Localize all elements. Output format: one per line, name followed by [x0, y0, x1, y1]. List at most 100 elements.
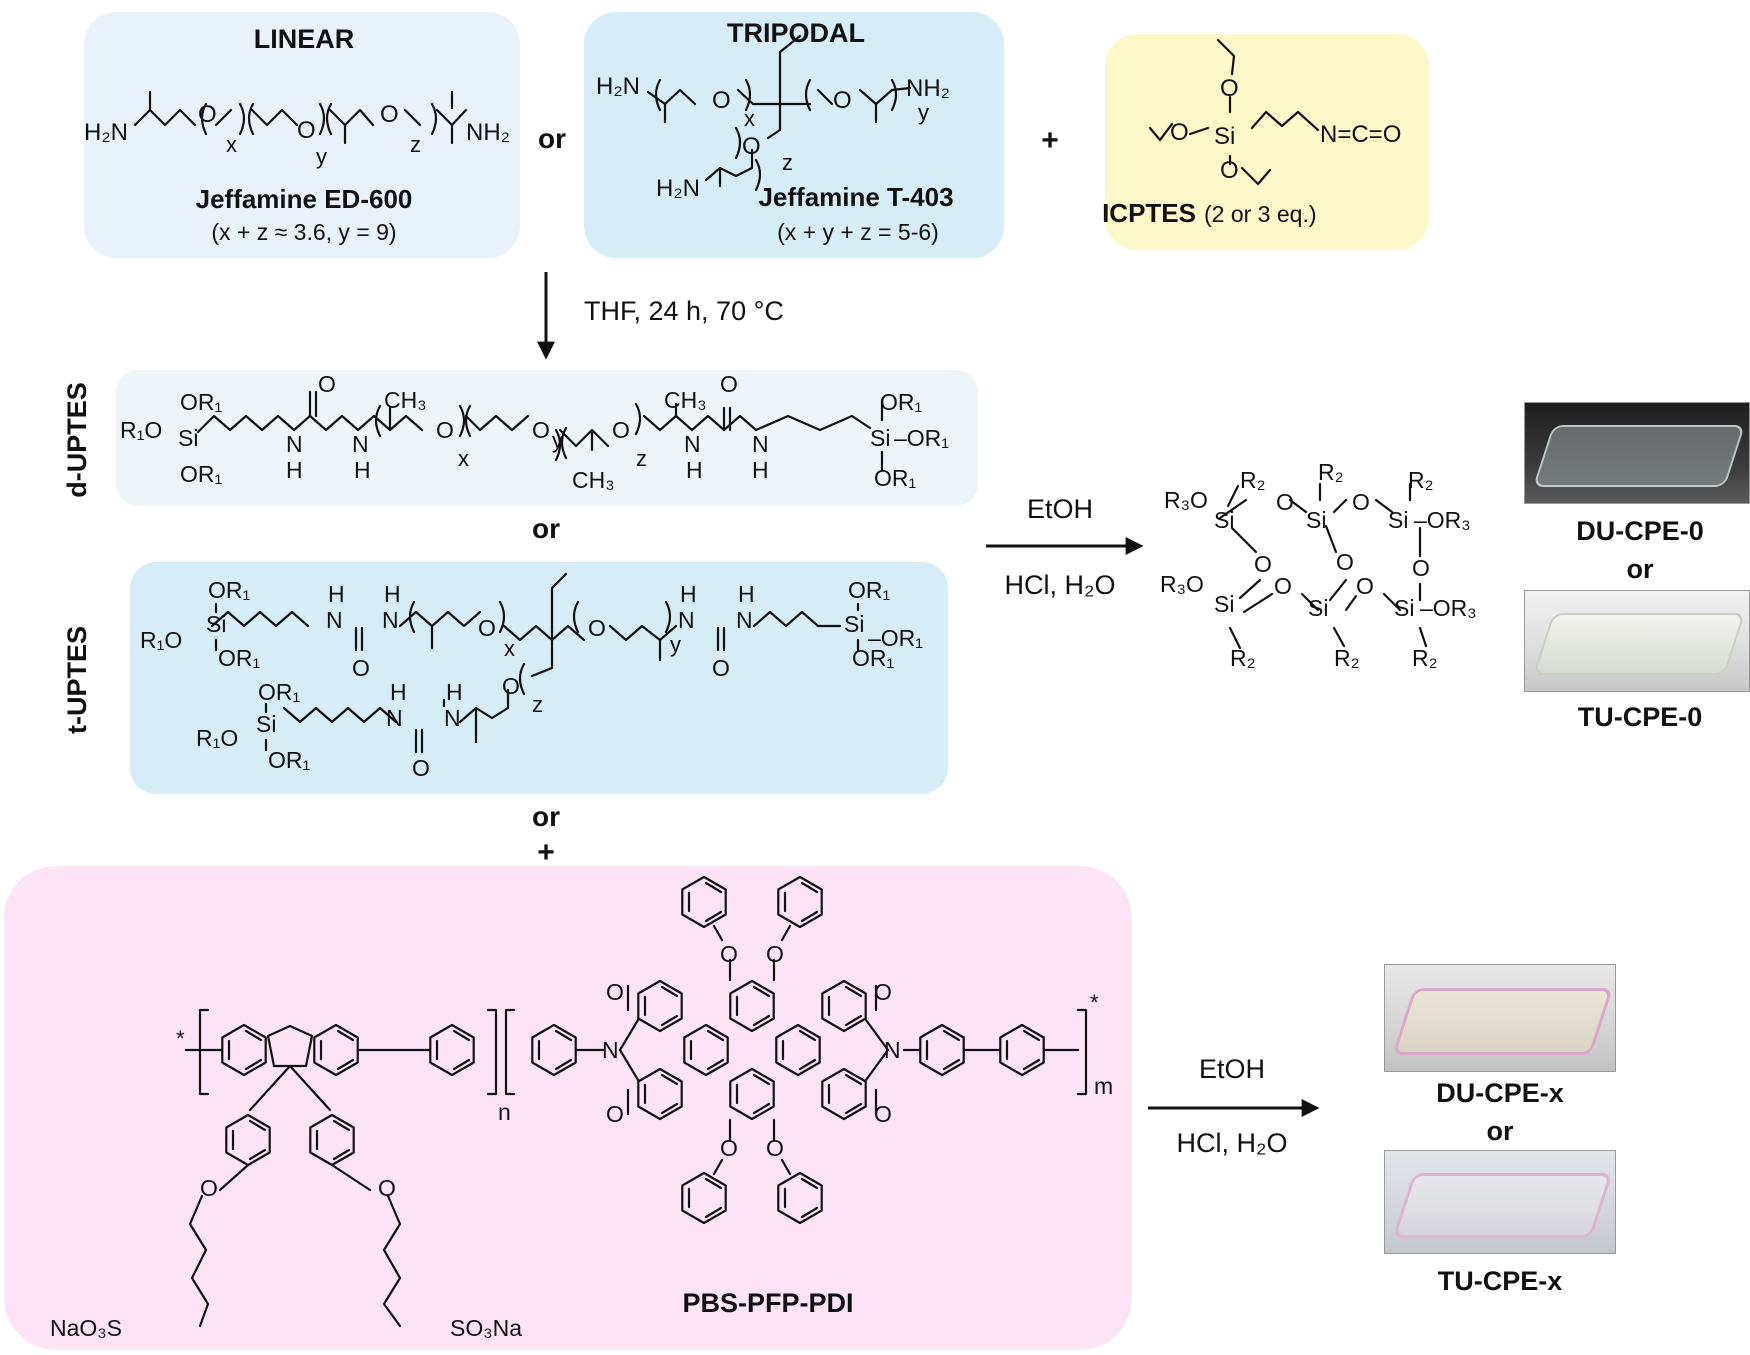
polymer-n: n	[498, 1099, 511, 1125]
tripodal-box	[584, 12, 1004, 258]
tripodal-heading: TRIPODAL	[727, 18, 865, 48]
step1-conditions: THF, 24 h, 70 °C	[584, 296, 784, 326]
dupetes-ch3-2: CH₃	[572, 467, 615, 493]
linear-o3: O	[380, 101, 399, 128]
tupetes-label: t-UPTES	[62, 626, 92, 734]
polymer-o-sulfo-1: O	[200, 1175, 218, 1201]
photo-tu-cpe-0	[1524, 590, 1750, 692]
linear-y: y	[316, 144, 327, 169]
dupetes-oc2: O	[720, 371, 738, 397]
linear-heading: LINEAR	[254, 24, 355, 54]
network-si-1: Si	[1214, 507, 1234, 533]
network-or3-3: –OR₃	[1414, 507, 1471, 533]
photo-label-or-bottom: or	[1487, 1116, 1514, 1146]
network-si-6: Si	[1394, 595, 1414, 621]
dupetes-h2: H	[354, 457, 371, 483]
tupetes-or1-b: OR₁	[848, 577, 891, 603]
step3-conditions: HCl, H₂O	[1177, 1128, 1288, 1158]
tripodal-o2: O	[833, 87, 852, 114]
polymer-structure	[184, 875, 1088, 1328]
dupetes-h1: H	[286, 457, 303, 483]
tupetes-n-b2: N	[736, 607, 753, 633]
photo-du-cpe-x	[1384, 964, 1616, 1072]
dupetes-or1-r-up: OR₁	[880, 389, 923, 415]
tripodal-z: z	[782, 150, 793, 175]
icptes-o-top: O	[1220, 75, 1239, 102]
tupetes-si-a: Si	[206, 611, 226, 637]
polymer-o-imide-3: O	[874, 979, 892, 1005]
siloxane-network	[1218, 482, 1428, 650]
polymer-o-imide-1: O	[606, 979, 624, 1005]
dupetes-x: x	[458, 446, 469, 471]
polymer-o-phenoxy-3: O	[720, 1135, 738, 1161]
dupetes-label: d-UPTES	[62, 382, 92, 498]
step3-reagent: EtOH	[1199, 1054, 1265, 1084]
dupetes-or1-up: OR₁	[180, 389, 223, 415]
tupetes-y: y	[670, 632, 681, 657]
photo-label-du-cpe-0: DU-CPE-0	[1576, 516, 1704, 546]
dupetes-h3: H	[686, 457, 703, 483]
dupetes-oc1: O	[318, 371, 336, 397]
polymer-name: PBS-PFP-PDI	[682, 1288, 853, 1318]
network-o-1: O	[1276, 489, 1294, 515]
polymer-so3na-right: SO₃Na	[450, 1315, 522, 1341]
polymer-so3na-left: NaO₃S	[50, 1315, 122, 1341]
step2-conditions: HCl, H₂O	[1005, 570, 1116, 600]
network-o-2: O	[1352, 489, 1370, 515]
dupetes-o2: O	[532, 417, 550, 443]
polymer-m: m	[1094, 1073, 1113, 1099]
network-r2-3: R₂	[1408, 467, 1434, 493]
network-r2-5: R₂	[1334, 645, 1360, 671]
linear-nh2: NH₂	[466, 119, 510, 146]
tupetes-h-b: H	[680, 581, 697, 607]
tupetes-h-a: H	[328, 581, 345, 607]
dupetes-ch3-3: CH₃	[664, 387, 707, 413]
photo-label-du-cpe-x: DU-CPE-x	[1436, 1078, 1564, 1108]
jeffamine-t403-structure	[646, 34, 912, 192]
tupetes-si-b: Si	[844, 611, 864, 637]
gel-slab-du-cpe-x	[1392, 988, 1614, 1056]
icptes-structure	[1148, 38, 1320, 186]
dupetes-r1o-left: R₁O	[120, 417, 162, 443]
dupetes-or1-r-mid: –OR₁	[894, 425, 949, 451]
or-low: or	[532, 801, 560, 832]
polymer-o-phenoxy-4: O	[766, 1135, 784, 1161]
photo-label-or-top: or	[1627, 554, 1654, 584]
network-o-4: O	[1274, 573, 1292, 599]
network-r3o-1: R₃O	[1164, 487, 1208, 513]
plus-low: +	[537, 836, 555, 869]
tripodal-name: Jeffamine T-403	[758, 182, 953, 212]
tupetes-x: x	[504, 636, 515, 661]
photo-du-cpe-0	[1524, 402, 1750, 504]
tupetes-r1o-a: R₁O	[140, 627, 182, 653]
icptes-box	[1105, 34, 1429, 250]
tripodal-o3: O	[742, 133, 761, 160]
polymer-n-imide-right: N	[884, 1037, 901, 1063]
dupetes-n3: N	[684, 431, 701, 457]
tripodal-condition: (x + y + z = 5-6)	[777, 219, 939, 245]
dupetes-si-left: Si	[178, 425, 198, 451]
tripodal-x: x	[744, 106, 755, 131]
tupetes-h-c: H	[390, 679, 407, 705]
network-r3o-4: R₃O	[1160, 571, 1204, 597]
dupetes-n4: N	[752, 431, 769, 457]
tupetes-h-c2: H	[446, 679, 463, 705]
dupetes-n2: N	[352, 431, 369, 457]
linear-o2: O	[297, 117, 316, 144]
network-o-v1: O	[1254, 551, 1272, 577]
polymer-o-phenoxy-2: O	[766, 941, 784, 967]
polymer-star-right: *	[1090, 990, 1099, 1015]
tripodal-nh2: NH₂	[906, 75, 950, 102]
tupetes-or1-a: OR₁	[208, 577, 251, 603]
dupetes-ch3-1: CH₃	[384, 387, 427, 413]
linear-h2n: H₂N	[84, 119, 128, 146]
polymer-o-imide-2: O	[606, 1101, 624, 1127]
tupetes-z: z	[532, 692, 543, 717]
gel-slab-tu-cpe-0	[1532, 613, 1746, 675]
dupetes-si-right: Si	[870, 425, 890, 451]
dupetes-n1: N	[286, 431, 303, 457]
linear-box	[84, 12, 520, 258]
icptes-si: Si	[1214, 123, 1235, 150]
dupetes-or1-r-down: OR₁	[874, 465, 917, 491]
tupetes-box	[130, 562, 948, 794]
